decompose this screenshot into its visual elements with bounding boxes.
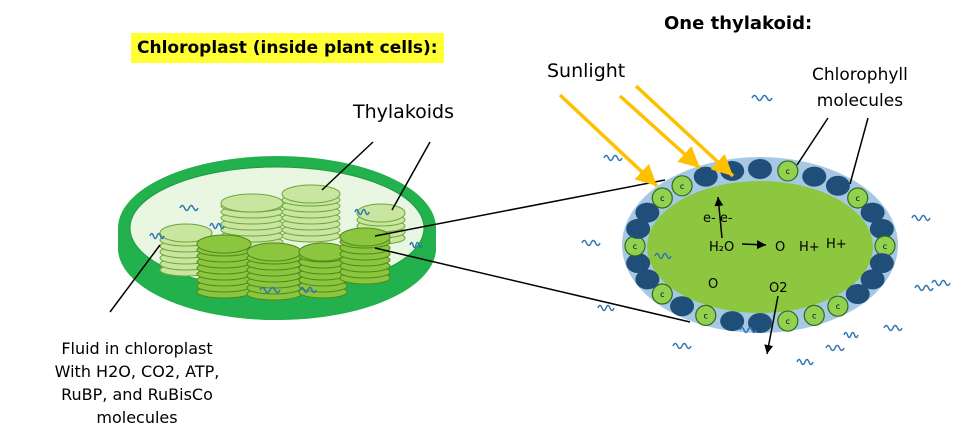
hydrogen-ion-2: H+ xyxy=(826,237,847,252)
squiggle-molecule-icon xyxy=(931,279,951,287)
fluid-pointer xyxy=(109,244,161,313)
squiggle-molecule-icon xyxy=(796,358,814,366)
thylakoid-pointer-1 xyxy=(321,141,374,191)
membrane-protein xyxy=(720,311,745,332)
split-arrow xyxy=(741,240,767,250)
thylakoid-stack xyxy=(339,227,391,285)
squiggle-molecule-icon xyxy=(409,241,423,249)
squiggle-molecule-icon xyxy=(597,304,615,312)
chlorophyll-molecule-icon: c xyxy=(651,187,673,209)
chlorophyll-molecule-icon: c xyxy=(777,310,799,332)
chlorophyll-molecule-icon: c xyxy=(874,235,896,257)
squiggle-molecule-icon xyxy=(354,208,370,216)
squiggle-molecule-icon xyxy=(259,286,281,294)
membrane-protein xyxy=(635,269,660,290)
squiggle-molecule-icon xyxy=(739,326,757,334)
membrane-protein xyxy=(825,175,850,196)
oxygen-atom-2-text: O xyxy=(708,277,718,292)
chlorophyll-molecule-icon: c xyxy=(695,304,717,326)
squiggle-molecule-icon xyxy=(179,204,199,212)
membrane-protein xyxy=(693,166,718,187)
membrane-protein xyxy=(860,202,885,223)
electrons-text: e- e- xyxy=(703,211,733,226)
membrane-protein xyxy=(845,284,870,305)
chlorophyll-molecule-icon: c xyxy=(651,283,673,305)
svg-text:c: c xyxy=(856,194,860,203)
reaction-area: e- e- H₂O O H+ H+ O O2 xyxy=(703,196,847,355)
svg-text:c: c xyxy=(786,167,790,176)
squiggle-molecule-icon xyxy=(825,344,845,352)
membrane-protein xyxy=(626,218,651,239)
squiggle-molecule-icon xyxy=(299,286,317,294)
sunlight-ray-icon xyxy=(558,93,659,188)
squiggle-molecule-icon xyxy=(209,222,225,230)
membrane-protein xyxy=(860,269,885,290)
membrane-protein xyxy=(748,313,772,333)
sunlight-ray-icon xyxy=(634,84,735,178)
thylakoid-stacks xyxy=(159,184,406,301)
membrane-protein xyxy=(869,253,894,274)
oxygen-release-arrow xyxy=(764,295,779,355)
svg-text:c: c xyxy=(883,242,887,251)
svg-text:c: c xyxy=(704,311,708,320)
chloroplast-title: Chloroplast (inside plant cells): xyxy=(131,33,444,63)
thylakoid-stack xyxy=(298,242,348,299)
squiggle-molecule-icon xyxy=(581,239,601,247)
zoom-line-top xyxy=(374,179,666,237)
chlorophyll-molecule-icon: c xyxy=(847,187,869,209)
sunlight-ray-icon xyxy=(618,94,702,170)
svg-text:c: c xyxy=(836,302,840,311)
squiggle-molecule-icon xyxy=(914,284,934,292)
membrane-protein xyxy=(670,296,695,317)
chlorophyll-pointer-2 xyxy=(849,117,869,185)
membrane-protein xyxy=(720,160,745,181)
fluid-molecules xyxy=(149,204,423,294)
thylakoid-pointer-2 xyxy=(391,141,431,211)
outside-molecules xyxy=(581,94,951,366)
thylakoid-stack xyxy=(246,242,302,301)
oxygen-atom-text: O xyxy=(775,240,785,255)
zoom-line-bottom xyxy=(374,247,691,323)
chlorophyll-molecule-icon: c xyxy=(671,175,693,197)
svg-text:c: c xyxy=(660,290,664,299)
squiggle-molecule-icon xyxy=(911,214,931,222)
svg-text:c: c xyxy=(633,242,637,251)
thylakoid-stack xyxy=(196,234,252,299)
squiggle-molecule-icon xyxy=(149,232,165,240)
squiggle-molecule-icon xyxy=(843,331,859,339)
thylakoids-label: Thylakoids xyxy=(353,101,455,123)
squiggle-molecule-icon xyxy=(883,324,903,332)
svg-text:c: c xyxy=(660,194,664,203)
chlorophyll-molecule-icon: c xyxy=(777,160,799,182)
svg-text:c: c xyxy=(680,182,684,191)
electron-arrow xyxy=(714,196,724,239)
oxygen-molecule-text: O2 xyxy=(769,281,788,296)
water-text: H₂O xyxy=(709,240,734,255)
hydrogen-ion-1: H+ xyxy=(799,240,820,255)
chlorophyll-pointer-1 xyxy=(796,117,829,166)
svg-text:c: c xyxy=(786,317,790,326)
chlorophyll-molecule-icon: c xyxy=(827,295,849,317)
squiggle-molecule-icon xyxy=(751,94,773,102)
fluid-label: Fluid in chloroplast With H2O, CO2, ATP,… xyxy=(54,339,220,427)
membrane-protein xyxy=(748,159,772,179)
membrane-protein xyxy=(802,166,827,187)
membrane-protein xyxy=(869,218,894,239)
membrane-protein xyxy=(635,202,660,223)
svg-text:c: c xyxy=(812,311,816,320)
membrane-protein xyxy=(626,253,651,274)
sunlight-rays xyxy=(558,84,735,188)
squiggle-molecule-icon xyxy=(603,154,623,162)
squiggle-molecule-icon xyxy=(654,252,672,260)
chlorophyll-molecule-icon: c xyxy=(803,304,825,326)
chlorophyll-molecule-icon: c xyxy=(624,235,646,257)
sunlight-label: Sunlight xyxy=(547,60,626,82)
chlorophyll-label: Chlorophyll molecules xyxy=(812,65,908,111)
squiggle-molecule-icon xyxy=(672,342,692,350)
thylakoid-stack xyxy=(281,184,341,243)
thylakoid-title: One thylakoid: xyxy=(664,13,813,34)
